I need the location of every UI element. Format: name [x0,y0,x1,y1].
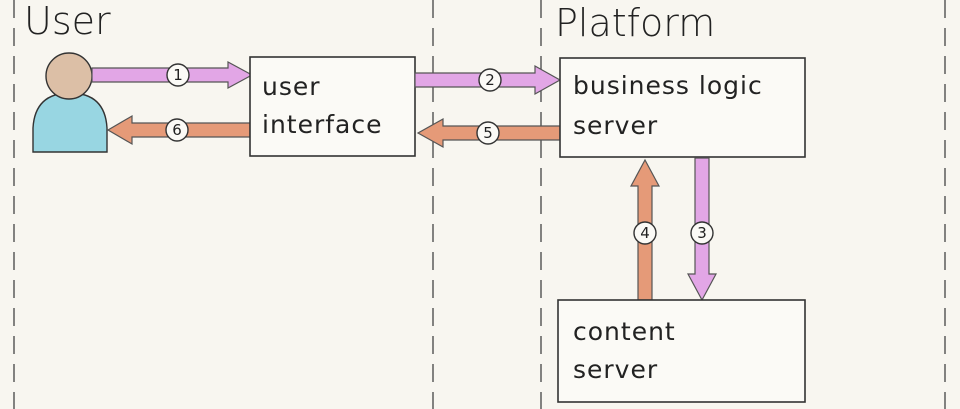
box-label-line: content [573,317,676,346]
arrow-step-2: 2 [414,64,562,96]
box-label-line: interface [262,110,383,139]
arrow-step-4: 4 [629,158,661,301]
step-number-2: 2 [485,71,495,89]
lane-label-user: User [24,0,111,43]
box-label-line: server [573,355,658,384]
content-server-box: content server [557,299,806,403]
arrow-step-1: 1 [91,60,254,90]
business-logic-server-box: business logic server [559,57,806,158]
step-number-4: 4 [640,224,650,242]
arrow-step-5: 5 [416,117,561,149]
box-label-line: business logic [573,71,763,100]
arrow-step-3: 3 [686,157,718,302]
lane-label-platform: Platform [555,1,715,45]
arrow-step-6: 6 [106,114,251,146]
step-number-1: 1 [173,66,183,84]
box-label-line: user [262,72,321,101]
step-number-5: 5 [483,124,493,142]
step-number-6: 6 [172,121,182,139]
step-number-3: 3 [697,224,707,242]
user-person-icon [32,52,108,153]
user-interface-box: user interface [249,56,416,157]
box-label-line: server [573,111,658,140]
